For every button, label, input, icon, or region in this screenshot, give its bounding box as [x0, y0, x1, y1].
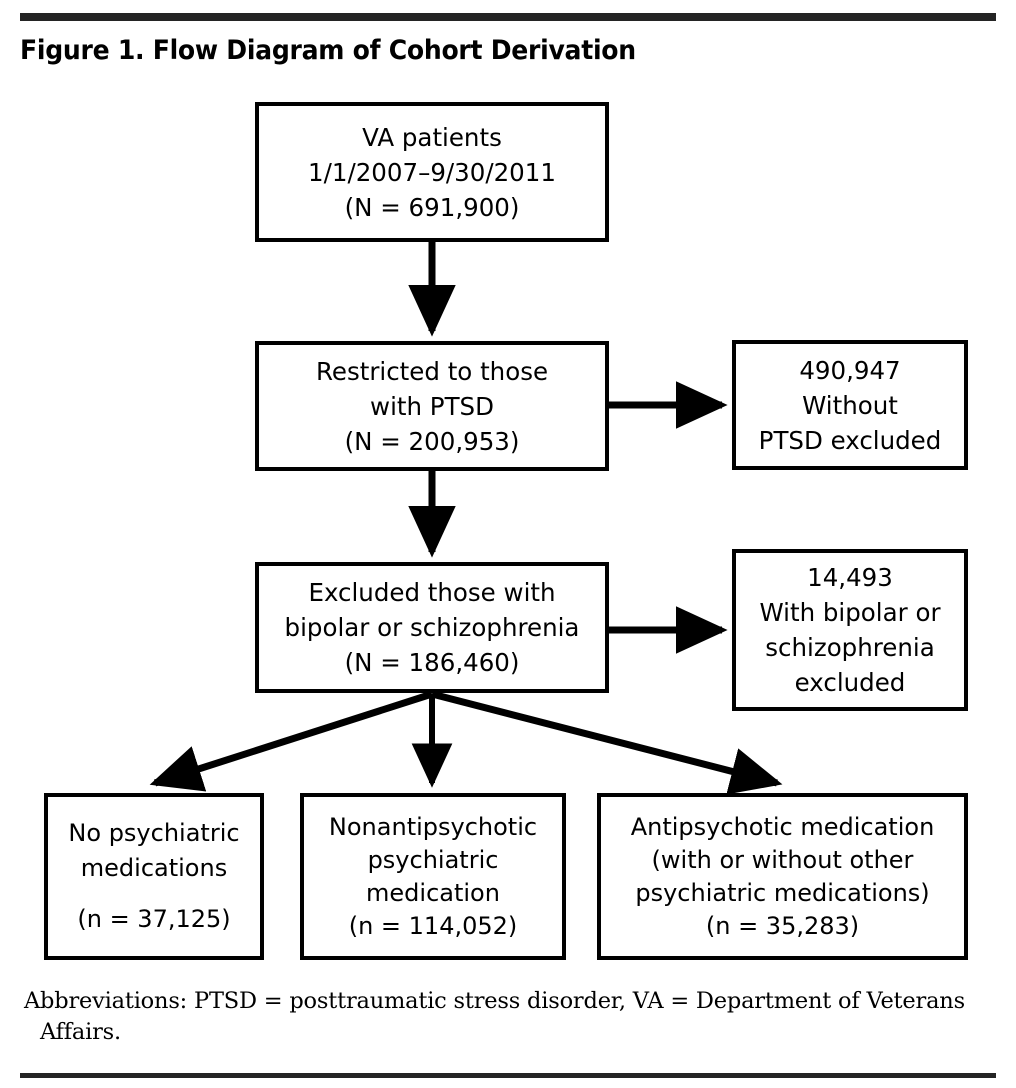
arrow-to-antipsychotic: [431, 690, 783, 795]
node-line: No psychiatric: [68, 819, 240, 847]
node-line: medications: [80, 854, 228, 882]
node-line: medication: [366, 878, 500, 907]
node-line: (n = 37,125): [77, 905, 231, 933]
node-excluded-with-bipolar-schizophrenia[interactable]: 14,493 With bipolar or schizophrenia exc…: [732, 549, 968, 711]
node-line: psychiatric: [367, 845, 499, 874]
node-line: (n = 114,052): [348, 911, 518, 940]
node-line: Nonantipsychotic: [328, 812, 538, 841]
top-rule: [20, 13, 996, 21]
node-line: With bipolar or: [759, 598, 941, 627]
node-line: 14,493: [807, 563, 893, 592]
node-line: (with or without other: [651, 845, 914, 874]
node-line: with PTSD: [370, 391, 494, 421]
node-line: excluded: [794, 668, 906, 697]
node-line: Without: [802, 390, 898, 420]
node-line: bipolar or schizophrenia: [284, 613, 580, 642]
figure-title: Figure 1. Flow Diagram of Cohort Derivat…: [20, 35, 636, 66]
node-restricted-to-ptsd[interactable]: Restricted to those with PTSD (N = 200,9…: [255, 341, 609, 471]
node-line: PTSD excluded: [758, 425, 942, 455]
arrow-to-no-psych-meds: [149, 690, 434, 792]
node-no-psychiatric-medications[interactable]: No psychiatric medications (n = 37,125): [44, 793, 264, 960]
node-line: (N = 200,953): [344, 426, 520, 456]
bottom-rule: [20, 1073, 996, 1078]
node-nonantipsychotic-medication[interactable]: Nonantipsychotic psychiatric medication …: [300, 793, 566, 960]
node-line: schizophrenia: [765, 633, 935, 662]
node-line: Restricted to those: [315, 356, 549, 386]
node-line: Antipsychotic medication: [630, 812, 935, 841]
node-antipsychotic-medication[interactable]: Antipsychotic medication (with or withou…: [597, 793, 968, 960]
node-line: psychiatric medications): [635, 878, 930, 907]
node-excluded-without-ptsd[interactable]: 490,947 Without PTSD excluded: [732, 340, 968, 470]
abbreviations-footnote: Abbreviations: PTSD = posttraumatic stre…: [24, 988, 965, 1045]
node-line: (n = 35,283): [705, 911, 860, 940]
node-line: VA patients: [362, 122, 502, 152]
node-line: (N = 186,460): [344, 648, 520, 677]
node-line: Excluded those with: [308, 578, 556, 607]
node-line: 490,947: [799, 355, 901, 385]
node-excluded-bipolar-schizophrenia[interactable]: Excluded those with bipolar or schizophr…: [255, 562, 609, 693]
node-va-patients[interactable]: VA patients 1/1/2007–9/30/2011 (N = 691,…: [255, 102, 609, 242]
node-line: (N = 691,900): [344, 192, 520, 222]
node-line: 1/1/2007–9/30/2011: [308, 157, 556, 187]
